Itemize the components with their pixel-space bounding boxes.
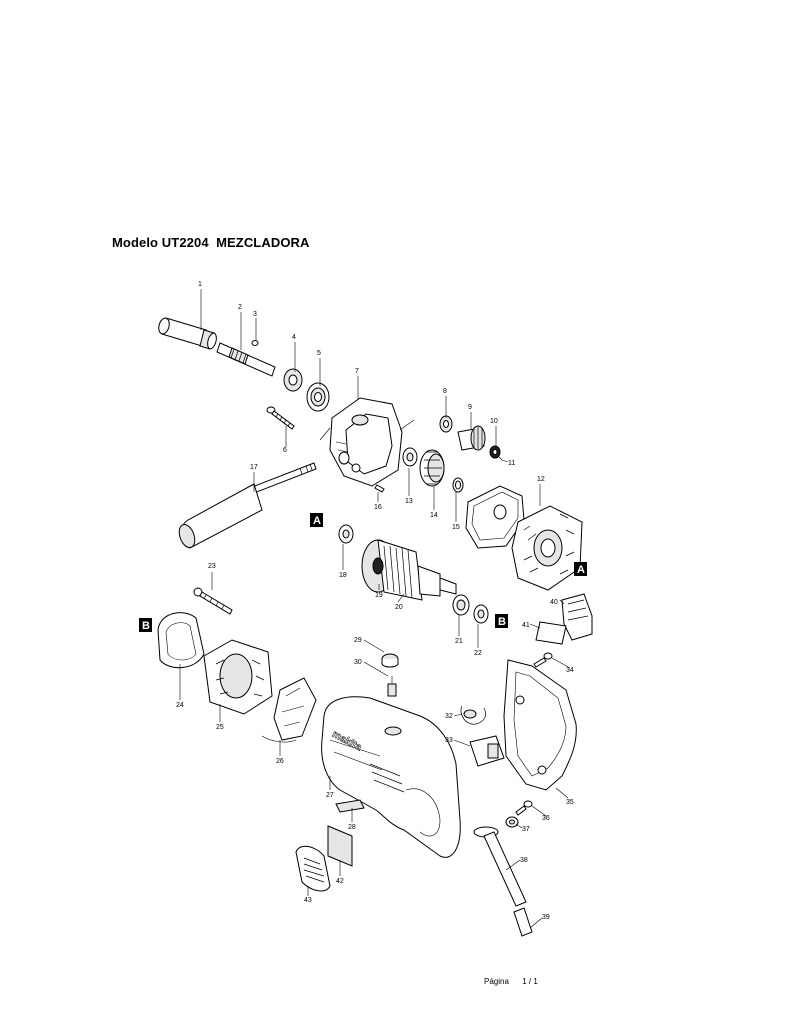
part-number: 40 bbox=[550, 599, 558, 606]
part-number: 5 bbox=[317, 350, 321, 357]
part-number: 7 bbox=[355, 368, 359, 375]
part-12-bearing-box bbox=[511, 505, 583, 591]
part-number: 9 bbox=[468, 404, 472, 411]
part-number: 16 bbox=[374, 504, 382, 511]
part-number: 36 bbox=[542, 815, 550, 822]
part-29-brush-cap bbox=[381, 653, 399, 668]
part-17-side-handle bbox=[178, 462, 317, 549]
part-number: 29 bbox=[354, 637, 362, 644]
part-number: 20 bbox=[395, 604, 403, 611]
part-8-bearing bbox=[439, 415, 453, 433]
part-number: 3 bbox=[253, 311, 257, 318]
part-number: 24 bbox=[176, 702, 184, 709]
part-21-bearing bbox=[452, 594, 470, 616]
part-number: 32 bbox=[445, 713, 453, 720]
part-36-screw bbox=[515, 800, 533, 816]
part-34-screw bbox=[533, 652, 553, 668]
part-32-lead-wire bbox=[460, 705, 486, 725]
page-footer: Página 1 / 1 bbox=[484, 977, 538, 986]
part-39-shaft-end bbox=[513, 907, 533, 937]
part-3-key bbox=[251, 340, 259, 346]
part-number: 30 bbox=[354, 659, 362, 666]
part-15-retaining-ring bbox=[452, 477, 464, 493]
part-number: 27 bbox=[326, 792, 334, 799]
section-marker-b-left: B bbox=[139, 618, 152, 632]
part-26-brush-holder bbox=[261, 677, 317, 743]
part-number: 6 bbox=[283, 447, 287, 454]
part-4-washer bbox=[283, 368, 303, 392]
section-marker-label: B bbox=[498, 616, 506, 628]
part-number: 25 bbox=[216, 724, 224, 731]
part-27-motor-housing: makita bbox=[321, 696, 461, 858]
page-title: Modelo UT2204 MEZCLADORA bbox=[112, 235, 310, 250]
part-2-spindle bbox=[216, 342, 276, 377]
part-number: 19 bbox=[375, 592, 383, 599]
part-30-carbon-brush bbox=[387, 676, 397, 697]
part-38-mixing-paddle-shaft bbox=[473, 826, 527, 907]
part-43-grip-cover bbox=[295, 845, 331, 892]
part-33-switch bbox=[469, 735, 505, 767]
part-number: 4 bbox=[292, 334, 296, 341]
section-marker-label: A bbox=[577, 564, 585, 576]
part-37-washer bbox=[505, 816, 519, 828]
part-6-screw bbox=[266, 406, 295, 430]
part-number: 38 bbox=[520, 857, 528, 864]
part-22-bearing bbox=[473, 604, 489, 624]
part-5-bearing bbox=[306, 382, 330, 412]
part-number: 37 bbox=[522, 826, 530, 833]
section-marker-b-right: B bbox=[495, 614, 508, 628]
part-number: 26 bbox=[276, 758, 284, 765]
leader-lines bbox=[179, 289, 571, 929]
part-28-label bbox=[335, 799, 365, 813]
part-23-screw bbox=[193, 587, 233, 615]
part-35-handle-cover bbox=[503, 659, 577, 791]
part-number: 15 bbox=[452, 524, 460, 531]
section-marker-label: B bbox=[142, 620, 150, 632]
part-24-baffle-plate bbox=[157, 612, 205, 669]
part-9-gear bbox=[457, 425, 486, 451]
part-number: 35 bbox=[566, 799, 574, 806]
part-13-bushing bbox=[402, 447, 418, 467]
part-number: 28 bbox=[348, 824, 356, 831]
part-number: 21 bbox=[455, 638, 463, 645]
part-19-20-armature bbox=[361, 539, 457, 601]
part-42-nameplate bbox=[327, 825, 353, 867]
part-40-lever bbox=[561, 593, 593, 641]
part-7-gear-housing bbox=[329, 397, 403, 487]
part-number: 41 bbox=[522, 622, 530, 629]
part-number: 39 bbox=[542, 914, 550, 921]
part-16-pin bbox=[374, 484, 385, 493]
part-25-field-stator bbox=[203, 639, 273, 715]
section-marker-label: A bbox=[313, 515, 321, 527]
part-number: 34 bbox=[566, 667, 574, 674]
part-number: 8 bbox=[443, 388, 447, 395]
part-number: 10 bbox=[490, 418, 498, 425]
part-number: 42 bbox=[336, 878, 344, 885]
part-number-labels: 1 2 3 4 5 6 7 8 9 10 11 12 13 14 15 16 1… bbox=[176, 281, 574, 921]
part-number: 13 bbox=[405, 498, 413, 505]
part-number: 11 bbox=[508, 460, 515, 467]
section-marker-a-left: A bbox=[310, 513, 323, 527]
part-number: 12 bbox=[537, 476, 545, 483]
part-number: 1 bbox=[198, 281, 202, 288]
section-marker-a-right: A bbox=[574, 562, 587, 576]
part-number: 2 bbox=[238, 304, 242, 311]
part-number: 43 bbox=[304, 897, 312, 904]
part-number: 17 bbox=[250, 464, 258, 471]
part-18-bearing bbox=[338, 524, 354, 544]
part-number: 22 bbox=[474, 650, 482, 657]
part-number: 14 bbox=[430, 512, 438, 519]
part-number: 18 bbox=[339, 572, 347, 579]
part-1-spindle-sleeve bbox=[158, 317, 217, 350]
part-number: 23 bbox=[208, 563, 216, 570]
part-14-gear bbox=[419, 449, 445, 487]
part-10-washer bbox=[489, 445, 501, 459]
part-41-label bbox=[535, 621, 567, 645]
part-number: 33 bbox=[445, 737, 453, 744]
